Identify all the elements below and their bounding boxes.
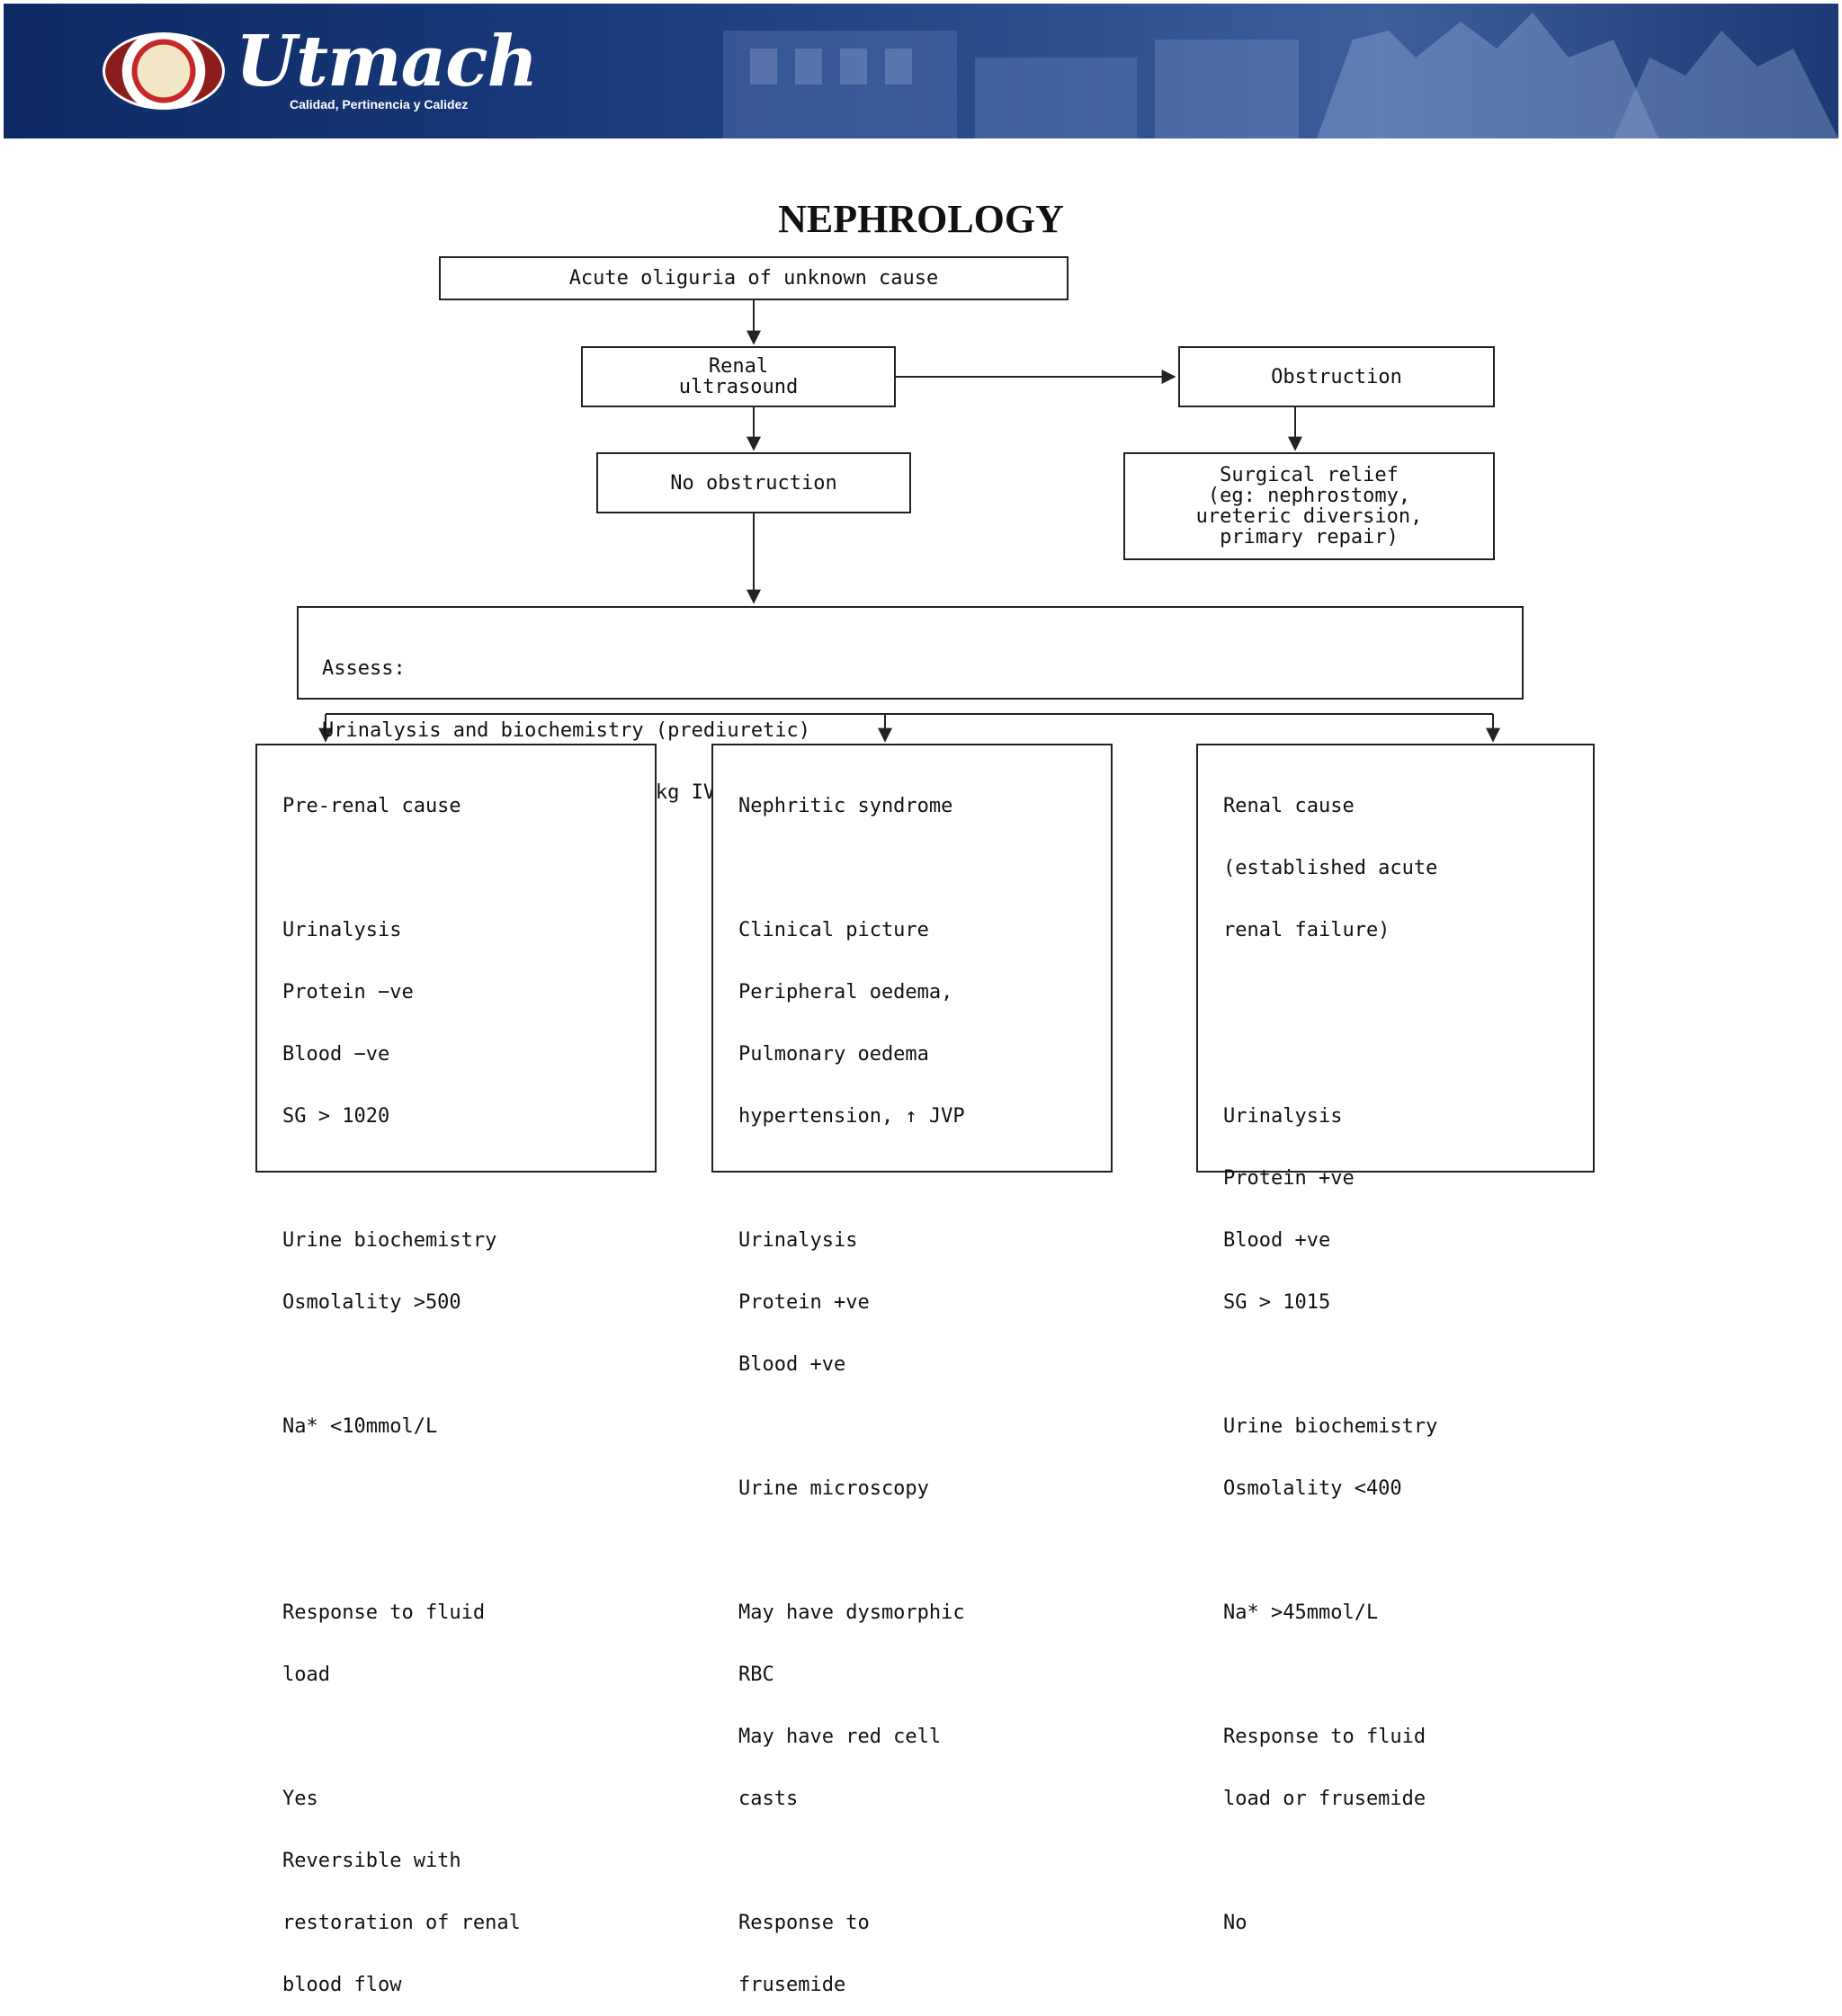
box-renal-cause: Renal cause (established acute renal fai… <box>1196 744 1595 1933</box>
header-banner: Utmach Calidad, Pertinencia y Calidez <box>4 4 1838 138</box>
campus-backdrop-image <box>723 13 1838 138</box>
prerenal-line <box>282 1726 655 1747</box>
renal-line <box>1223 982 1593 1003</box>
renal-line: Urine biochemistry <box>1223 1415 1438 1438</box>
box-surgical-relief: Surgical relief (eg: nephrostomy, ureter… <box>1123 452 1495 560</box>
renal-line: Renal cause <box>1223 795 1355 817</box>
prerenal-line: Response to fluid <box>282 1601 486 1624</box>
renal-line: No <box>1223 1912 1247 1934</box>
nephritic-line: Response to <box>738 1912 870 1934</box>
prerenal-line <box>282 1354 655 1375</box>
university-seal-logo <box>103 32 225 110</box>
assess-line: Assess: <box>322 657 406 680</box>
nephritic-line <box>738 1168 1111 1189</box>
nephritic-line: Pulmonary oedema <box>738 1043 929 1066</box>
nephritic-line <box>738 1540 1111 1561</box>
renal-line: Protein +ve <box>1223 1167 1355 1190</box>
prerenal-line: Reversible with <box>282 1850 461 1872</box>
renal-line: Response to fluid <box>1223 1726 1426 1748</box>
prerenal-line: Na* <10mmol/L <box>282 1415 438 1438</box>
renal-line: Na* >45mmol/L <box>1223 1601 1379 1624</box>
renal-line <box>1223 1540 1593 1561</box>
brand-logo-text: Utmach <box>236 21 538 103</box>
prerenal-line <box>282 1168 655 1189</box>
renal-line: Osmolality <400 <box>1223 1477 1402 1500</box>
renal-line: (established acute <box>1223 857 1438 879</box>
nephritic-line <box>738 858 1111 879</box>
prerenal-line: restoration of renal <box>282 1912 521 1934</box>
nephritic-line: Blood +ve <box>738 1353 846 1376</box>
renal-line: Blood +ve <box>1223 1229 1331 1252</box>
prerenal-line <box>282 1478 655 1499</box>
nephritic-line: Nephritic syndrome <box>738 795 953 817</box>
prerenal-line: Pre-renal cause <box>282 795 461 817</box>
renal-line: SG > 1015 <box>1223 1291 1331 1314</box>
prerenal-line: Protein −ve <box>282 981 414 1004</box>
prerenal-line: Blood −ve <box>282 1043 390 1066</box>
renal-line <box>1223 1851 1593 1871</box>
nephritic-line: casts <box>738 1788 799 1810</box>
nephritic-line <box>738 1851 1111 1871</box>
nephritic-line: frusemide <box>738 1974 846 1996</box>
nephritic-line: Protein +ve <box>738 1291 870 1314</box>
flowchart-connectors <box>318 300 1500 743</box>
renal-line: Urinalysis <box>1223 1105 1343 1128</box>
prerenal-line: SG > 1020 <box>282 1105 390 1128</box>
prerenal-line: Osmolality >500 <box>282 1291 461 1314</box>
box-obstruction: Obstruction <box>1178 346 1495 407</box>
nephritic-line: Urinalysis <box>738 1229 858 1252</box>
prerenal-line: load <box>282 1664 330 1686</box>
prerenal-line: Yes <box>282 1788 318 1810</box>
renal-line: renal failure) <box>1223 919 1390 941</box>
renal-line: load or frusemide <box>1223 1788 1426 1810</box>
prerenal-line <box>282 858 655 879</box>
nephritic-line <box>738 1416 1111 1437</box>
page-title: NEPHROLOGY <box>778 197 1064 241</box>
box-acute-oliguria: Acute oliguria of unknown cause <box>439 256 1069 300</box>
box-no-obstruction: No obstruction <box>596 452 911 513</box>
renal-line <box>1223 1664 1593 1685</box>
box-prerenal-cause: Pre-renal cause Urinalysis Protein −ve B… <box>255 744 657 1995</box>
prerenal-line: Urinalysis <box>282 919 402 941</box>
box-nephritic-syndrome: Nephritic syndrome Clinical picture Peri… <box>711 744 1113 1995</box>
nephritic-line: May have dysmorphic <box>738 1601 965 1624</box>
prerenal-line <box>282 1540 655 1561</box>
renal-line <box>1223 1354 1593 1375</box>
renal-line <box>1223 1044 1593 1065</box>
nephritic-line: May have red cell <box>738 1726 942 1748</box>
prerenal-line: Urine biochemistry <box>282 1229 497 1252</box>
nephritic-line: RBC <box>738 1664 774 1686</box>
nephritic-line: Urine microscopy <box>738 1477 929 1500</box>
box-assess: Assess: Urinalysis and biochemistry (pre… <box>297 606 1524 803</box>
assess-line: Urinalysis and biochemistry (prediuretic… <box>322 719 811 742</box>
nephritic-line: Peripheral oedema, <box>738 981 953 1004</box>
nephritic-line: hypertension, ↑ JVP <box>738 1105 965 1128</box>
prerenal-line: blood flow <box>282 1974 402 1996</box>
brand-slogan: Calidad, Pertinencia y Calidez <box>290 97 469 112</box>
box-renal-ultrasound: Renal ultrasound <box>581 346 896 407</box>
nephritic-line: Clinical picture <box>738 919 929 941</box>
